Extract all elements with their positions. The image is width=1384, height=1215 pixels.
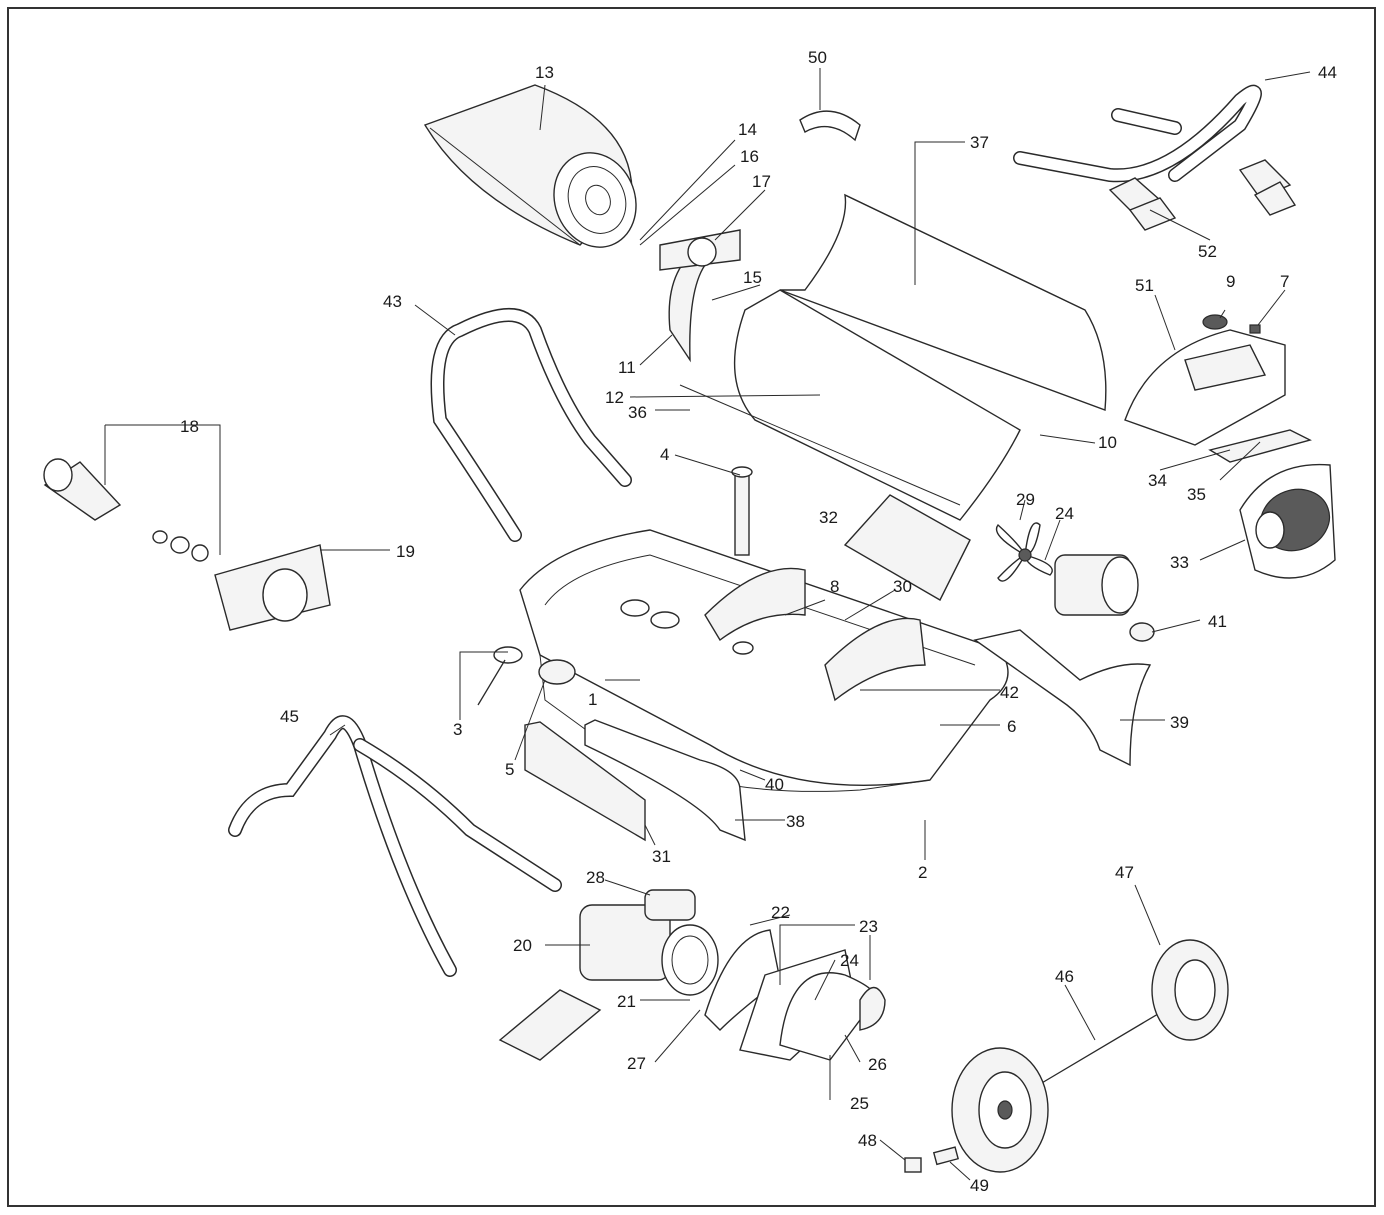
label-10: 10 — [1098, 433, 1117, 452]
part-circuit-board — [1208, 429, 1312, 463]
part-combustion-chamber — [423, 84, 637, 248]
label-49: 49 — [970, 1176, 989, 1195]
label-33: 33 — [1170, 553, 1189, 572]
part-mount-bracket — [843, 494, 971, 601]
label-3: 3 — [453, 720, 462, 739]
part-front-leg — [584, 719, 746, 842]
part-upper-shell — [779, 193, 1107, 411]
part-grommet — [1129, 622, 1155, 642]
label-13: 13 — [535, 63, 554, 82]
part-burner-bracket — [659, 229, 741, 363]
part-top-handle — [1013, 84, 1262, 183]
label-19: 19 — [396, 542, 415, 561]
label-22: 22 — [771, 903, 790, 922]
label-16: 16 — [740, 147, 759, 166]
label-32: 32 — [819, 508, 838, 527]
label-15: 15 — [743, 268, 762, 287]
label-50: 50 — [808, 48, 827, 67]
label-31: 31 — [652, 847, 671, 866]
label-48: 48 — [858, 1131, 877, 1150]
label-27: 27 — [627, 1054, 646, 1073]
label-6: 6 — [1007, 717, 1016, 736]
part-side-panel — [524, 721, 646, 842]
label-35: 35 — [1187, 485, 1206, 504]
label-5: 5 — [505, 760, 514, 779]
label-1: 1 — [588, 690, 597, 709]
part-control-housing — [1124, 314, 1286, 446]
label-2: 2 — [918, 863, 927, 882]
part-fuel-tank — [519, 529, 1009, 792]
leader-lines — [104, 68, 1311, 1181]
part-handle-grip — [799, 110, 861, 142]
part-motor-upper — [1054, 554, 1139, 616]
label-51: 51 — [1135, 276, 1154, 295]
label-34: 34 — [1148, 471, 1167, 490]
part-lower-shell — [679, 289, 1021, 521]
label-40: 40 — [765, 775, 784, 794]
label-26: 26 — [868, 1055, 887, 1074]
label-36: 36 — [628, 403, 647, 422]
label-43: 43 — [383, 292, 402, 311]
label-41: 41 — [1208, 612, 1227, 631]
label-44: 44 — [1318, 63, 1337, 82]
label-18: 18 — [180, 417, 199, 436]
part-side-handle — [430, 308, 632, 542]
label-45: 45 — [280, 707, 299, 726]
label-20: 20 — [513, 936, 532, 955]
label-7: 7 — [1280, 272, 1289, 291]
label-39: 39 — [1170, 713, 1189, 732]
label-37: 37 — [970, 133, 989, 152]
label-11: 11 — [618, 358, 636, 377]
label-4: 4 — [660, 445, 669, 464]
part-hub-cap — [904, 1157, 922, 1173]
label-46: 46 — [1055, 967, 1074, 986]
label-28: 28 — [586, 868, 605, 887]
part-pump-motor — [498, 889, 719, 1061]
part-pump-housing — [704, 929, 886, 1061]
part-number-labels: 1 2 3 4 5 6 7 8 9 10 11 12 13 14 15 16 1… — [180, 48, 1337, 1195]
label-23: 23 — [859, 917, 878, 936]
label-17: 17 — [752, 172, 771, 191]
part-fan-blade — [995, 522, 1053, 582]
label-12: 12 — [605, 388, 624, 407]
label-14: 14 — [738, 120, 757, 139]
label-8: 8 — [830, 577, 839, 596]
label-47: 47 — [1115, 863, 1134, 882]
part-fuel-gauge — [731, 466, 753, 556]
part-rear-leg — [973, 629, 1152, 767]
part-bushing — [932, 1146, 960, 1166]
part-fuel-cap — [477, 646, 576, 706]
part-front-handle — [228, 715, 562, 977]
part-rear-guard — [1239, 463, 1336, 579]
label-42: 42 — [1000, 683, 1019, 702]
frame-border — [7, 7, 1376, 1207]
label-25: 25 — [850, 1094, 869, 1113]
label-29: 29 — [1016, 490, 1035, 509]
label-9: 9 — [1226, 272, 1235, 291]
label-30: 30 — [893, 577, 912, 596]
label-52: 52 — [1198, 242, 1217, 261]
part-wheel-axle — [951, 939, 1229, 1173]
label-21: 21 — [617, 992, 636, 1011]
part-nozzle-assembly — [43, 458, 331, 631]
label-38: 38 — [786, 812, 805, 831]
label-24-lower: 24 — [840, 951, 859, 970]
label-24-upper: 24 — [1055, 504, 1074, 523]
part-handle-brackets — [1108, 159, 1297, 231]
